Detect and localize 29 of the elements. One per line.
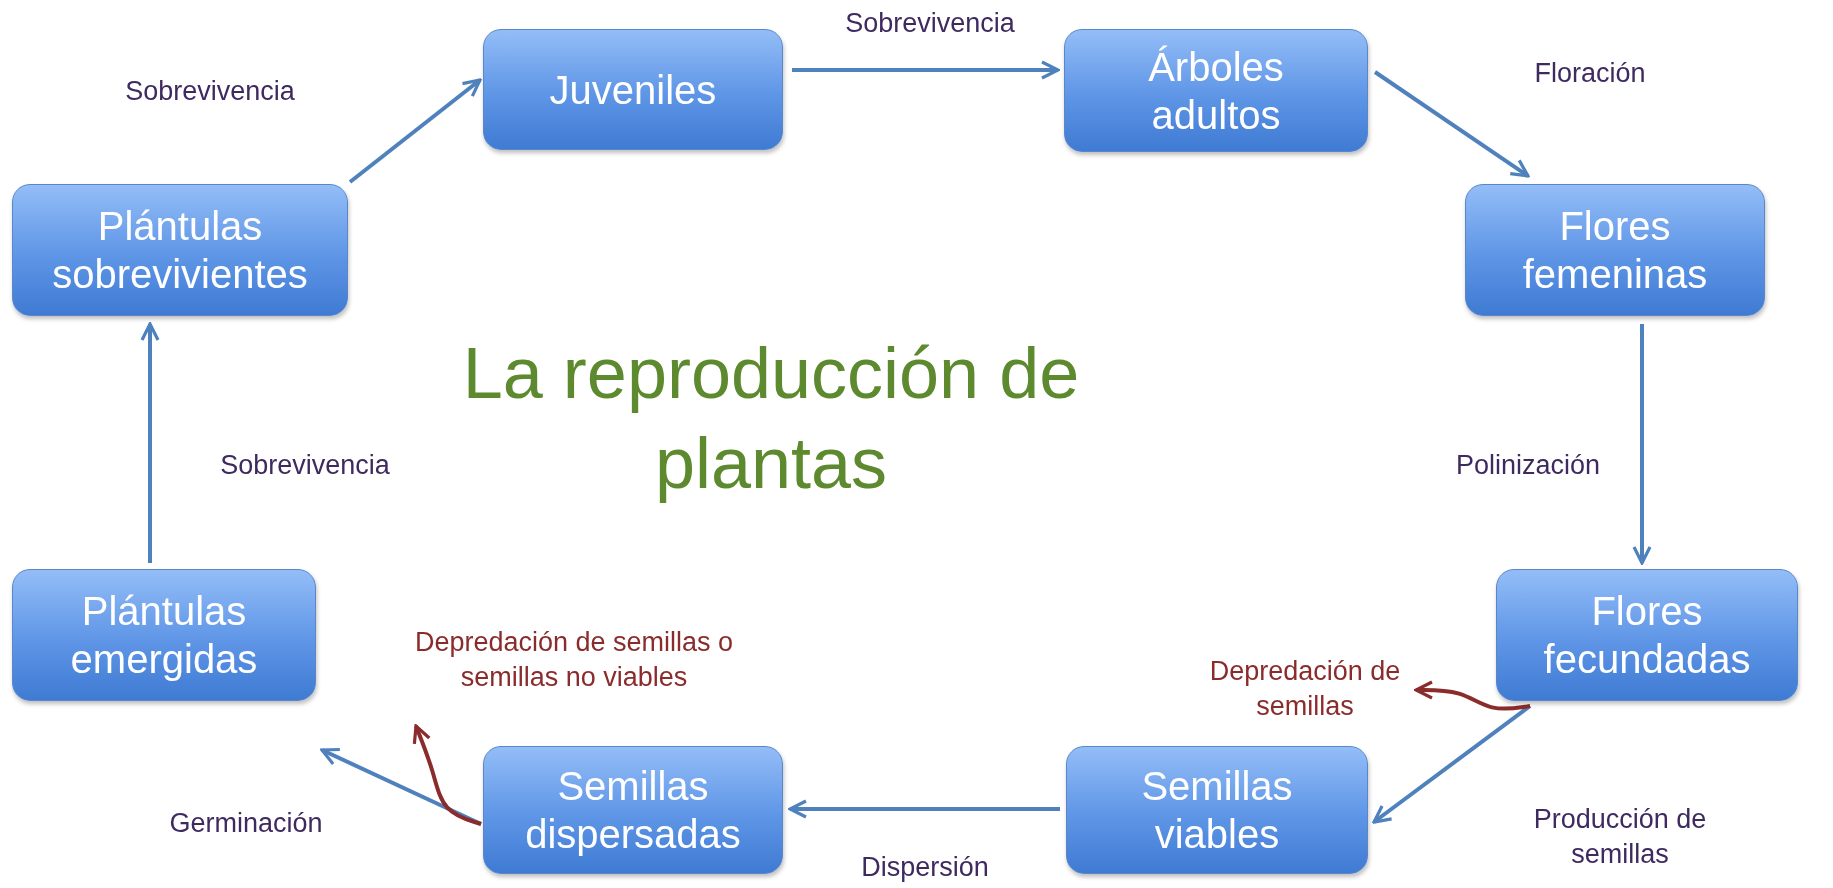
arrow bbox=[348, 78, 482, 184]
edge-label: Germinación bbox=[168, 807, 324, 840]
stage-box: Semillas viables bbox=[1066, 746, 1368, 874]
arrow bbox=[1632, 324, 1652, 565]
loss-label: Depredación de semillas bbox=[1196, 652, 1414, 726]
stage-box: Flores fecundadas bbox=[1496, 569, 1798, 701]
diagram-title: La reproducción de plantas bbox=[461, 332, 1081, 505]
arrow bbox=[788, 799, 1060, 819]
arrow bbox=[140, 322, 160, 563]
edge-label: Floración bbox=[1533, 57, 1647, 90]
stage-box: Juveniles bbox=[483, 29, 783, 150]
edge-label: Sobrevivencia bbox=[124, 75, 296, 108]
edge-label: Dispersión bbox=[860, 851, 990, 884]
curved-arrow bbox=[1414, 680, 1531, 711]
arrow bbox=[1372, 704, 1532, 824]
stage-box: Árboles adultos bbox=[1064, 29, 1368, 152]
curved-arrow bbox=[412, 724, 482, 826]
arrow bbox=[792, 60, 1060, 80]
edge-label: Sobrevivencia bbox=[844, 7, 1016, 40]
arrow bbox=[320, 747, 482, 826]
edge-label: Producción de semillas bbox=[1532, 803, 1708, 872]
stage-box: Flores femeninas bbox=[1465, 184, 1765, 316]
arrow bbox=[1373, 70, 1530, 178]
stage-box: Semillas dispersadas bbox=[483, 746, 783, 874]
stage-box: Plántulas sobrevivientes bbox=[12, 184, 348, 316]
loss-label: Depredación de semillas o semillas no viables bbox=[404, 598, 744, 722]
edge-label: Polinización bbox=[1454, 449, 1602, 482]
stage-box: Plántulas emergidas bbox=[12, 569, 316, 701]
edge-label: Sobrevivencia bbox=[219, 449, 391, 482]
